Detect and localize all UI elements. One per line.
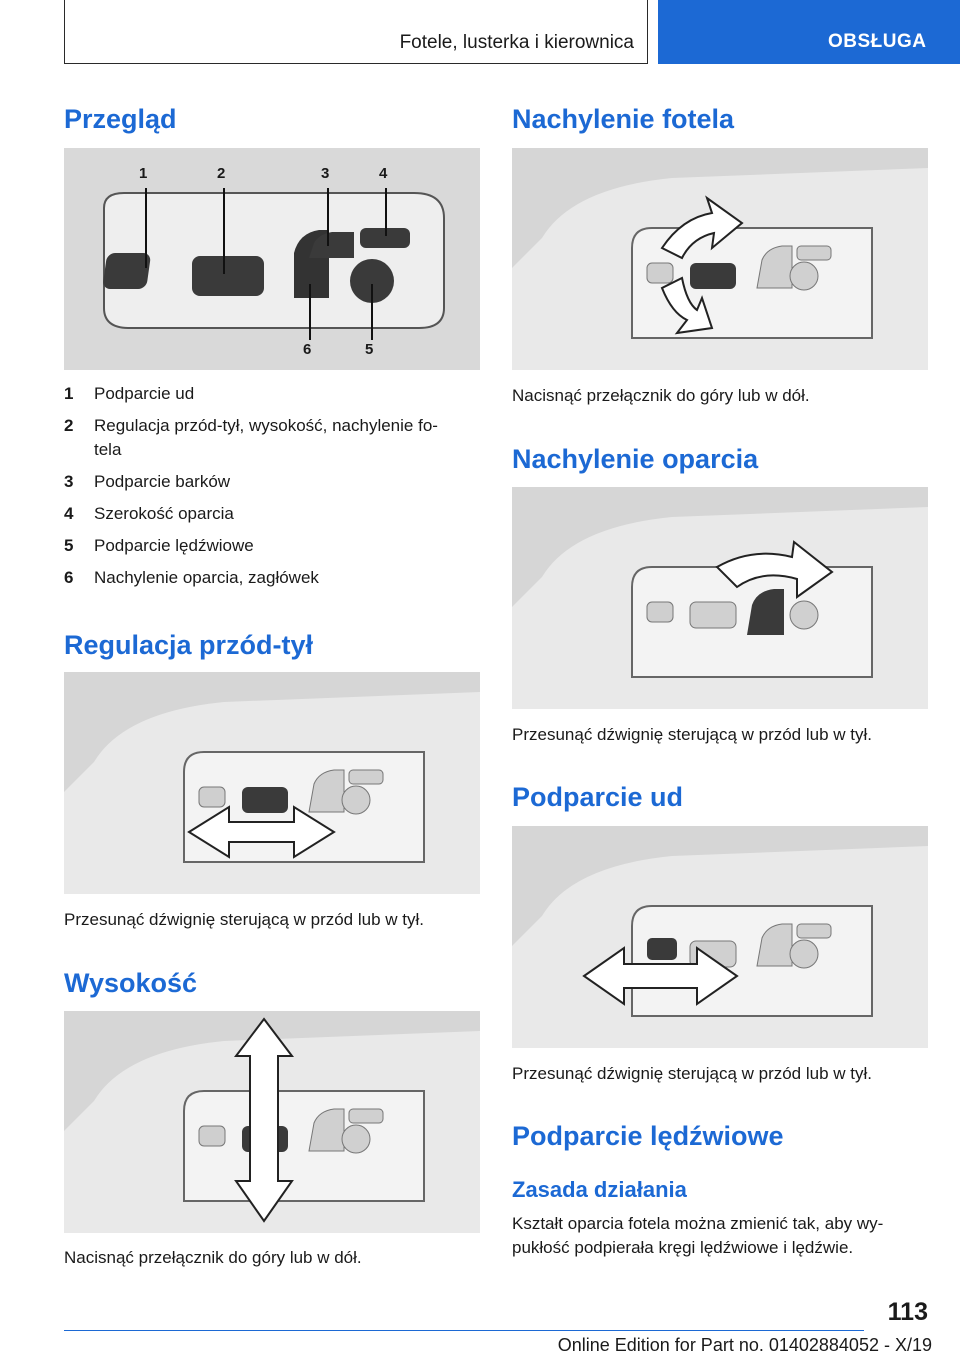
tilt-heading: Nachylenie fotela [512,104,735,134]
height-figure [64,1011,480,1233]
page-number: 113 [887,1298,928,1326]
footer-edition: Online Edition for Part no. 01402884052 … [557,1335,932,1355]
callout-6: 6 [303,341,312,358]
callout-3: 3 [321,165,330,182]
overview-figure: 1 2 3 4 6 5 [64,148,480,370]
thigh-figure [512,826,928,1048]
backrest-heading: Nachylenie oparcia [512,444,759,474]
thigh-caption: Przesunąć dźwignię sterującą w przód lub… [512,1064,872,1083]
height-caption: Nacisnąć przełącznik do góry lub w dół. [64,1248,362,1267]
footer-rule [64,1330,864,1331]
principle-paragraph: Kształt oparcia fotela można zmienić tak… [512,1214,884,1257]
callout-1: 1 [139,165,148,182]
tilt-figure [512,148,928,370]
backrest-caption: Przesunąć dźwignię sterującą w przód lub… [512,725,872,744]
header-frame [64,0,648,64]
chapter-tab: OBSŁUGA [658,0,960,64]
lumbar-heading: Podparcie lędźwiowe [512,1121,784,1151]
fore-aft-figure [64,672,480,894]
overview-heading: Przegląd [64,104,177,134]
backrest-figure [512,487,928,709]
callout-5: 5 [365,341,374,358]
tilt-caption: Nacisnąć przełącznik do góry lub w dół. [512,386,810,405]
height-heading: Wysokość [64,968,198,998]
callout-4: 4 [379,165,388,182]
section-title: Fotele, lusterka i kierownica [399,32,634,53]
callout-2: 2 [217,165,226,182]
principle-subheading: Zasada działania [512,1177,687,1202]
thigh-heading: Podparcie ud [512,782,684,812]
fore-aft-caption: Przesunąć dźwignię sterującą w przód lub… [64,910,424,929]
chapter-tab-label: OBSŁUGA [828,31,927,52]
fore-aft-heading: Regulacja przód-tył [64,630,314,660]
